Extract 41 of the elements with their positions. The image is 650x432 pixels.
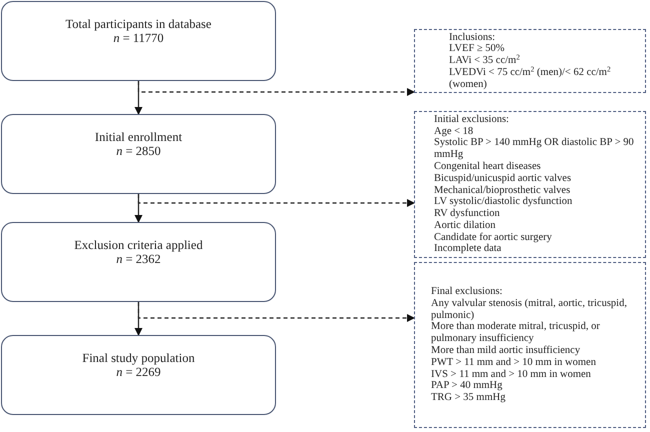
- step-title: Initial enrollment: [94, 130, 182, 144]
- dashed-arrow: [138, 302, 415, 322]
- criteria-item: LVEF ≥ 50%: [449, 43, 505, 56]
- participant-count: n = 11770: [113, 31, 164, 45]
- dashed-arrow: [138, 194, 415, 207]
- criteria-item: Any valvular stenosis (mitral, aortic, tricuspid, pulmonic): [431, 298, 628, 322]
- criteria-heading: Final exclusions:: [431, 286, 502, 298]
- criteria-heading: Inclusions:: [449, 32, 496, 44]
- criteria-item: PAP > 40 mmHg: [431, 380, 502, 392]
- process-box: [1, 1, 276, 81]
- criteria-item: PWT > 11 mm and > 10 mm in women: [431, 356, 596, 369]
- criteria-item: More than moderate mitral, tricuspid, or pulmonary insufficiency: [431, 321, 601, 345]
- process-box: [1, 114, 276, 194]
- participant-count: n = 2269: [116, 365, 161, 379]
- criteria-item: LVEDVi < 75 cc/m$^{2}$ (men)/< 62 cc/m$^{2}$ (women): [449, 66, 612, 90]
- criteria-item: IVS > 11 mm and > 10 mm in women: [431, 368, 591, 380]
- step-title: Total participants in database: [66, 17, 212, 31]
- criteria-item: Systolic BP > 140 mmHg OR diastolic BP > 90 mmHg: [434, 137, 635, 161]
- criteria-item: TRG > 35 mmHg: [431, 392, 506, 404]
- criteria-item: LAVi < 35 cc/m$^{2}$: [449, 55, 520, 67]
- criteria-box: [414, 262, 646, 428]
- participant-count: n = 2362: [116, 252, 161, 266]
- criteria-item: Aortic dilation: [434, 220, 496, 232]
- criteria-item: RV dysfunction: [434, 208, 500, 220]
- participant-count: n = 2850: [116, 144, 161, 158]
- criteria-item: Mechanical/bioprosthetic valves: [434, 184, 570, 196]
- criteria-heading: Initial exclusions:: [434, 114, 509, 126]
- step-title: Final study population: [82, 351, 195, 365]
- dashed-arrow: [138, 81, 415, 96]
- criteria-item: Incomplete data: [434, 243, 502, 256]
- criteria-box: [414, 111, 646, 258]
- criteria-item: LV systolic/diastolic dysfunction: [434, 196, 572, 208]
- criteria-item: Candidate for aortic surgery: [434, 232, 552, 244]
- criteria-box: [414, 29, 646, 93]
- criteria-item: Congenital heart diseases: [434, 160, 541, 173]
- criteria-item: Age < 18: [434, 126, 474, 138]
- criteria-item: Bicuspid/unicuspid aortic valves: [434, 172, 572, 184]
- process-box: [1, 335, 276, 415]
- criteria-item: More than mild aortic insufficiency: [431, 345, 580, 357]
- process-box: [1, 222, 276, 302]
- step-title: Exclusion criteria applied: [74, 238, 203, 252]
